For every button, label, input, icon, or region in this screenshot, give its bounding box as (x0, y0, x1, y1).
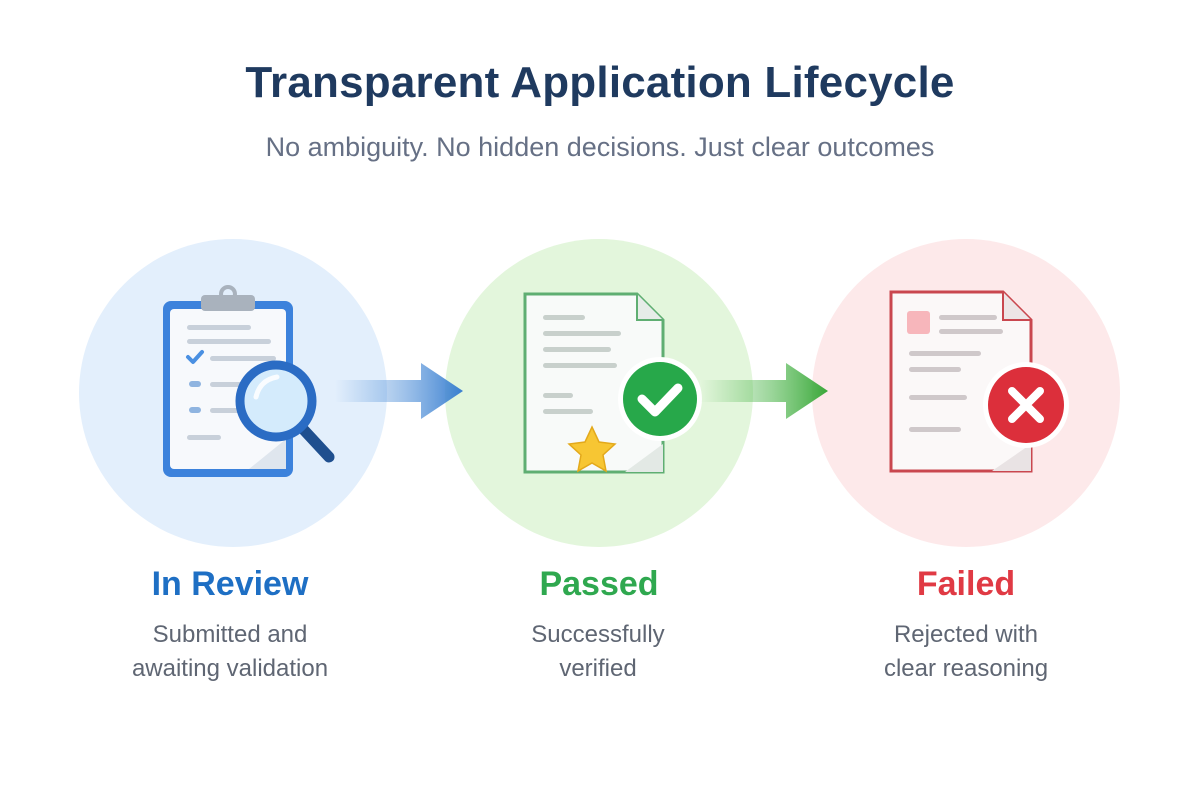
failed-description-line: Rejected with (893, 621, 1039, 648)
in-review-description-line: awaiting validation (131, 655, 329, 682)
page-title: Transparent Application Lifecycle (245, 58, 955, 107)
passed-description-line: Successfully (531, 621, 665, 648)
document-check-star-icon (523, 292, 702, 474)
failed-description: Rejected with clear reasoning (816, 618, 1116, 686)
passed-to-failed-arrow-icon (700, 363, 828, 419)
passed-description-line: verified (559, 655, 637, 682)
passed-label: Passed (539, 565, 659, 603)
review-to-passed-arrow-icon (335, 363, 463, 419)
page-subtitle: No ambiguity. No hidden decisions. Just … (265, 132, 935, 162)
passed-description: Successfully verified (448, 618, 748, 686)
in-review-label: In Review (151, 565, 309, 603)
failed-description-line: clear reasoning (883, 655, 1049, 682)
in-review-description-line: Submitted and (152, 621, 308, 648)
document-x-icon (889, 290, 1069, 473)
clipboard-magnifier-icon (163, 285, 335, 477)
failed-label: Failed (916, 565, 1016, 603)
in-review-description: Submitted and awaiting validation (80, 618, 380, 686)
